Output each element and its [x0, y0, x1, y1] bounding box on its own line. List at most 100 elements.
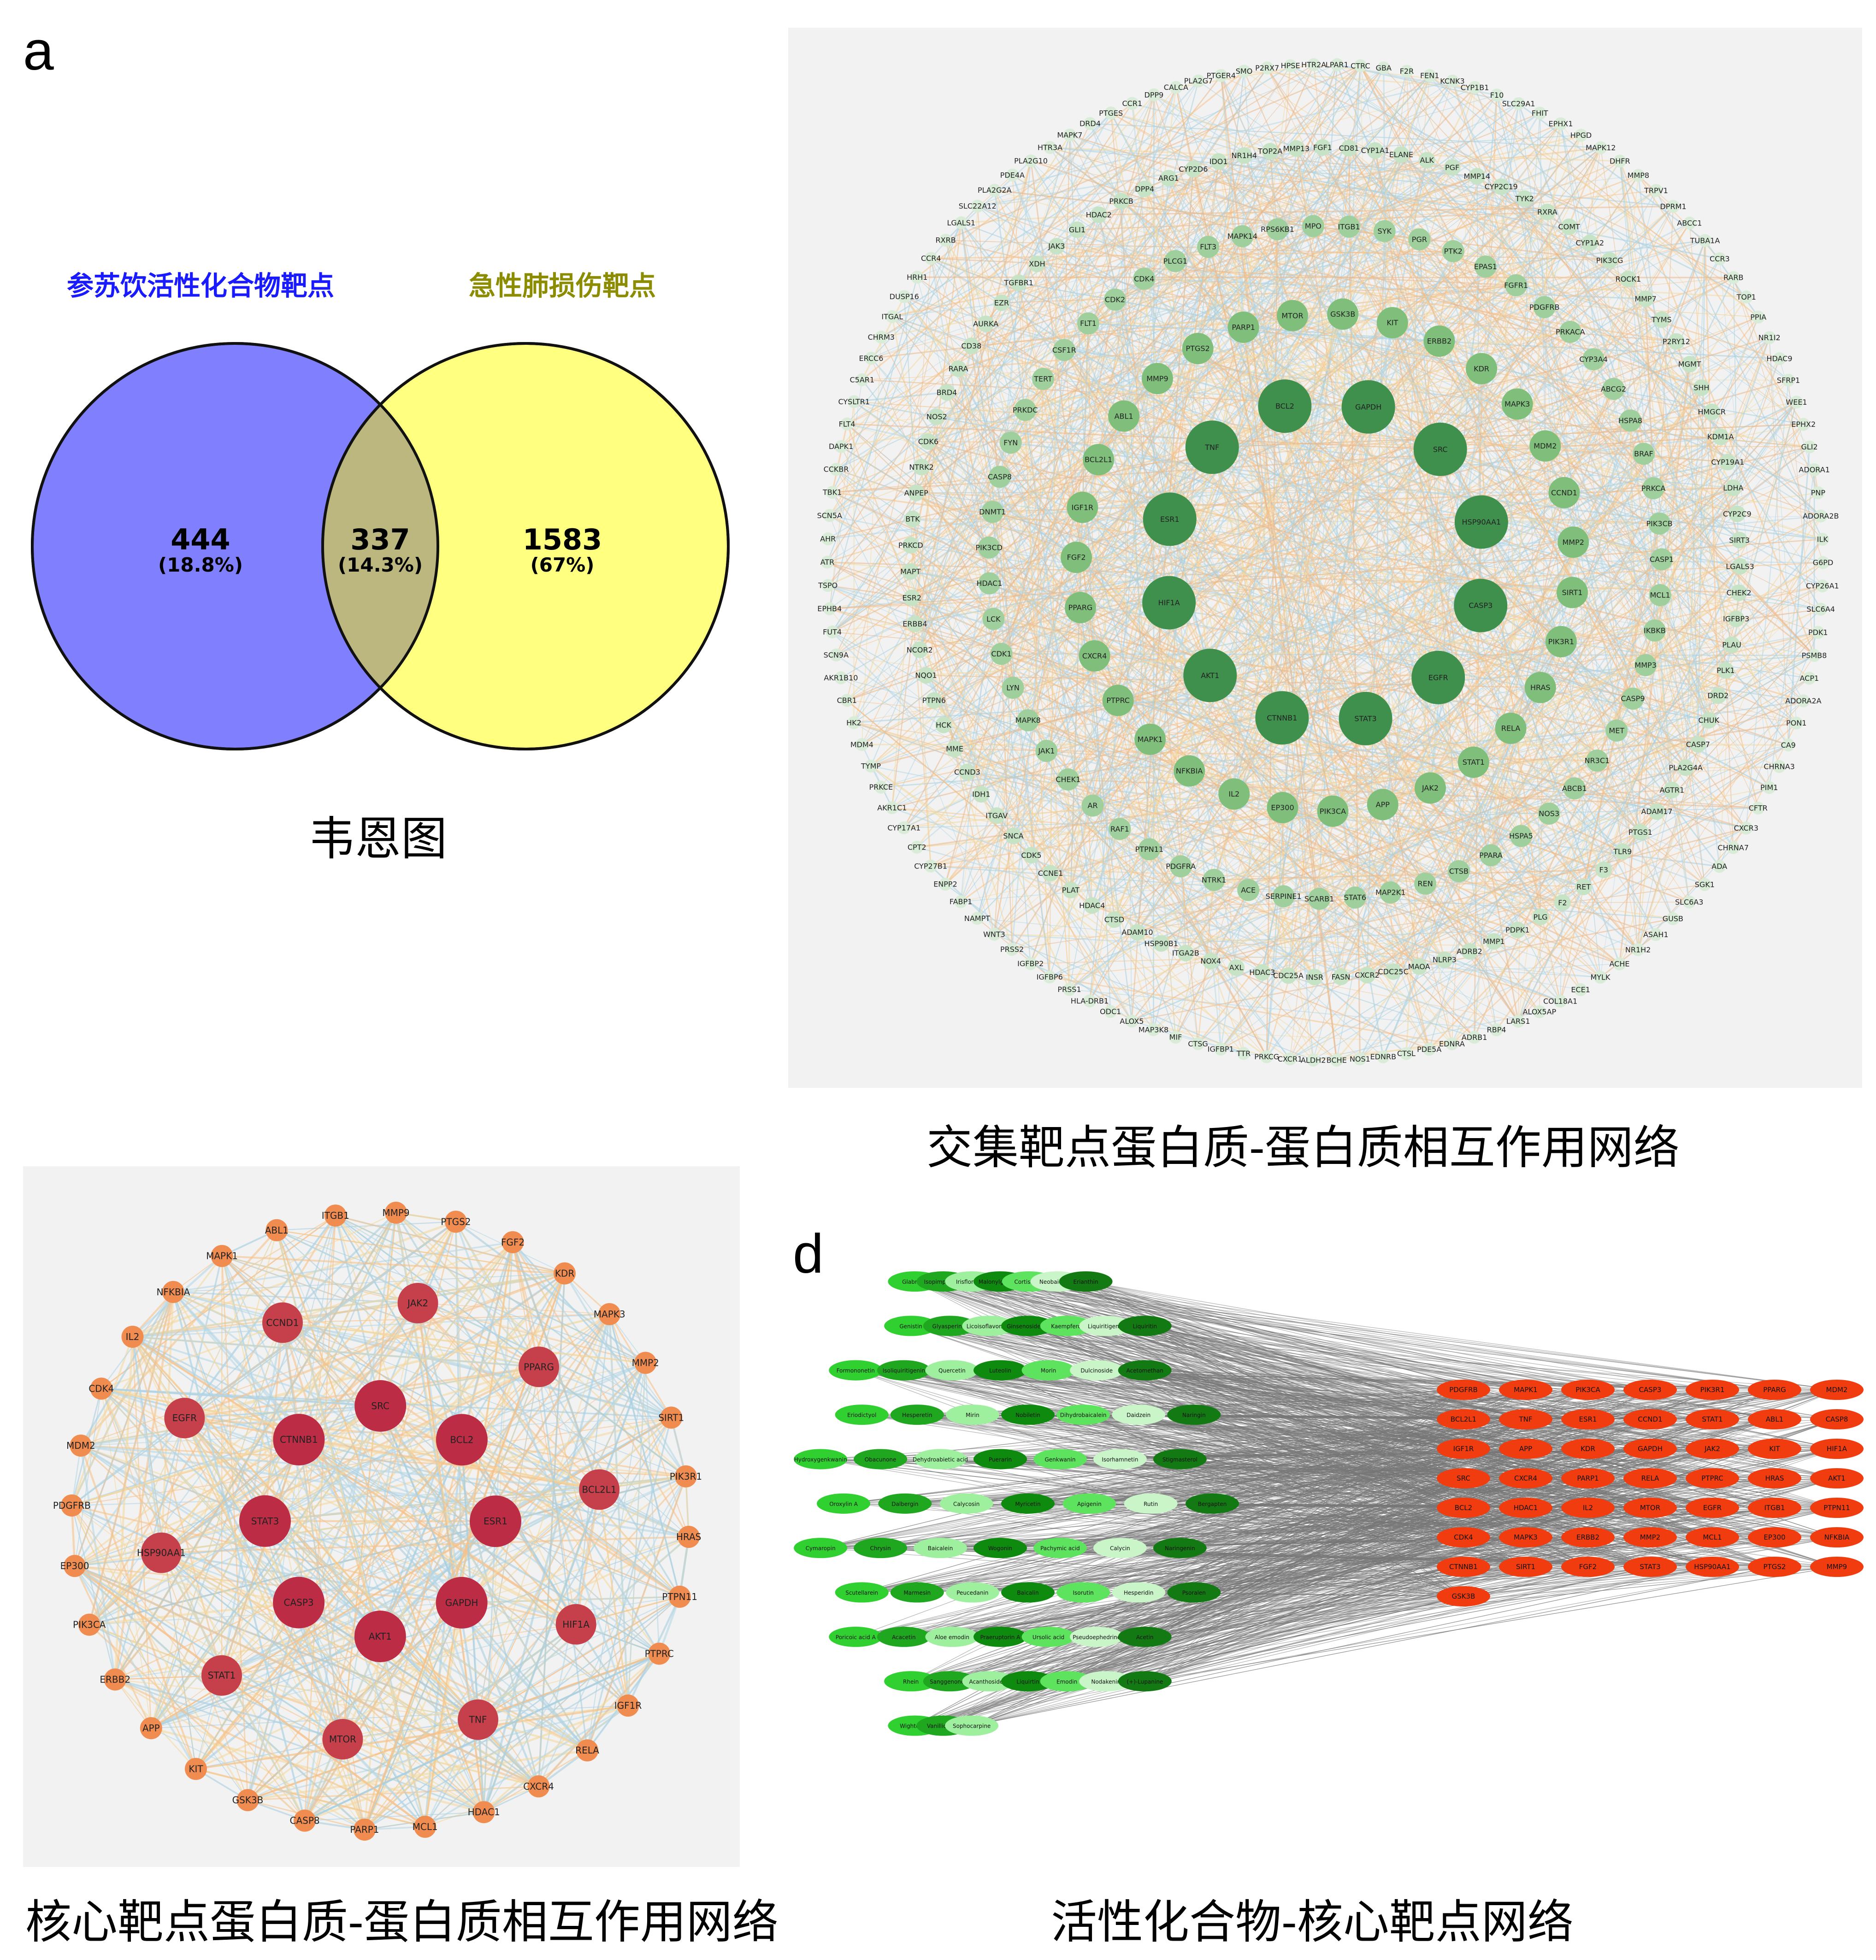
- ppi-c-node[interactable]: SIRT1: [658, 1406, 684, 1429]
- ppi-b-node[interactable]: ABCG2: [1601, 378, 1626, 400]
- ppi-b-node[interactable]: CDK1: [990, 643, 1013, 665]
- ppi-b-node[interactable]: ATR: [820, 555, 835, 569]
- ppi-b-node[interactable]: ECE1: [1571, 983, 1590, 997]
- ppi-b-node[interactable]: DUSP16: [890, 290, 919, 303]
- ppi-b-node[interactable]: CHRNA3: [1764, 760, 1795, 773]
- ppi-b-node[interactable]: PTPRC: [1102, 685, 1134, 716]
- ppi-b-node[interactable]: HSPA5: [1509, 825, 1533, 847]
- ppi-b-node[interactable]: PPARA: [1479, 844, 1503, 867]
- ppi-b-node[interactable]: SLC22A12: [959, 200, 997, 213]
- compound-node[interactable]: Baicalein: [914, 1538, 967, 1559]
- compound-node[interactable]: Eriodictyol: [835, 1405, 889, 1425]
- ppi-b-node[interactable]: ILK: [1816, 532, 1829, 546]
- ppi-b-node[interactable]: PON1: [1786, 716, 1806, 730]
- ppi-b-node[interactable]: ESR2: [903, 589, 922, 606]
- ppi-b-node[interactable]: PLA2G10: [1014, 154, 1048, 167]
- ppi-b-node[interactable]: PLA2G4A: [1669, 759, 1703, 776]
- ppi-c-node[interactable]: FGF2: [501, 1231, 525, 1253]
- ppi-b-node[interactable]: HDAC9: [1766, 352, 1793, 366]
- ppi-c-node[interactable]: ITGB1: [322, 1204, 349, 1227]
- ppi-b-node[interactable]: ITGA2B: [1172, 945, 1199, 962]
- ppi-b-node[interactable]: HPSE: [1281, 59, 1300, 72]
- ppi-b-node[interactable]: ADORA2A: [1785, 694, 1822, 708]
- ppi-b-node[interactable]: CASP9: [1621, 687, 1645, 710]
- compound-node[interactable]: Puerarin: [973, 1449, 1027, 1470]
- ppi-b-node[interactable]: BRAF: [1632, 443, 1655, 465]
- ppi-b-node[interactable]: CBR1: [837, 694, 857, 707]
- ppi-b-node[interactable]: CHEK1: [1056, 768, 1080, 791]
- ppi-c-node[interactable]: MMP2: [632, 1352, 659, 1374]
- ppi-c-node[interactable]: CXCR4: [523, 1775, 554, 1798]
- ppi-b-node[interactable]: MET: [1605, 719, 1628, 742]
- compound-node[interactable]: Hesperetin: [890, 1405, 944, 1425]
- ppi-b-node[interactable]: ACHE: [1610, 957, 1630, 971]
- compound-node[interactable]: Daidzein: [1112, 1405, 1166, 1425]
- ppi-b-node[interactable]: CXCR3: [1734, 821, 1758, 835]
- ppi-b-node[interactable]: ADRB1: [1462, 1031, 1487, 1044]
- ppi-c-node[interactable]: AKT1: [354, 1611, 406, 1662]
- ppi-b-node[interactable]: NOS1: [1350, 1052, 1370, 1066]
- ppi-b-node[interactable]: SLC6A3: [1675, 895, 1704, 909]
- ppi-b-node[interactable]: LGALS1: [947, 216, 976, 230]
- ppi-b-node[interactable]: HDAC1: [976, 572, 1002, 595]
- ppi-b-node[interactable]: CYP17A1: [887, 821, 920, 834]
- ppi-c-node[interactable]: STAT1: [201, 1655, 242, 1696]
- ppi-c-node[interactable]: HDAC1: [468, 1801, 500, 1824]
- ppi-b-node[interactable]: P2RX7: [1255, 61, 1279, 75]
- ppi-c-node[interactable]: PDGFRB: [53, 1494, 91, 1517]
- ppi-b-node[interactable]: AKR1B10: [824, 671, 858, 685]
- ppi-b-node[interactable]: ERBB2: [1423, 325, 1455, 357]
- ppi-b-node[interactable]: PNP: [1811, 486, 1826, 500]
- ppi-b-node[interactable]: SCN9A: [824, 648, 849, 661]
- ppi-b-node[interactable]: RXRA: [1537, 203, 1557, 220]
- ppi-c-node[interactable]: MCL1: [413, 1815, 438, 1838]
- compound-node[interactable]: Dalbergin: [878, 1493, 932, 1514]
- ppi-c-node[interactable]: EGFR: [164, 1398, 205, 1439]
- ppi-b-node[interactable]: MMP8: [1628, 169, 1649, 182]
- ppi-b-node[interactable]: NOS3: [1538, 802, 1560, 825]
- ppi-b-node[interactable]: CDK4: [1133, 267, 1156, 290]
- compound-node[interactable]: Quercetin: [925, 1360, 979, 1381]
- compound-node[interactable]: Naringin: [1167, 1405, 1221, 1425]
- ppi-b-node[interactable]: NFKBIA: [1174, 755, 1205, 787]
- ppi-b-node[interactable]: EP300: [1267, 792, 1298, 824]
- ppi-b-node[interactable]: HPGD: [1570, 129, 1592, 142]
- ppi-b-node[interactable]: GLI1: [1069, 221, 1085, 238]
- ppi-c-node[interactable]: SRC: [354, 1380, 407, 1432]
- ppi-c-node[interactable]: MAPK1: [206, 1245, 238, 1267]
- ppi-b-node[interactable]: LYN: [1002, 676, 1024, 699]
- ppi-b-node[interactable]: PIK3CD: [975, 536, 1003, 559]
- ppi-b-node[interactable]: PTGS2: [1182, 333, 1214, 365]
- ppi-c-node[interactable]: BCL2: [436, 1414, 488, 1466]
- ppi-b-node[interactable]: KDR: [1466, 353, 1498, 384]
- ppi-b-node[interactable]: MAPT: [900, 563, 921, 580]
- compound-node[interactable]: Stigmasterol: [1153, 1449, 1207, 1470]
- ppi-b-node[interactable]: WEE1: [1786, 396, 1807, 409]
- ppi-c-node[interactable]: BCL2L1: [579, 1469, 620, 1510]
- ppi-b-node[interactable]: KCNK3: [1440, 74, 1465, 88]
- ppi-b-node[interactable]: HSPA8: [1618, 409, 1642, 432]
- ppi-b-node[interactable]: MIF: [1169, 1031, 1182, 1044]
- ppi-b-node[interactable]: IGFBP1: [1208, 1042, 1234, 1056]
- ppi-b-node[interactable]: RXRB: [936, 234, 956, 247]
- ppi-c-node[interactable]: GAPDH: [436, 1576, 488, 1629]
- ppi-b-node[interactable]: PDE5A: [1417, 1043, 1441, 1056]
- ppi-c-node[interactable]: PTPN11: [662, 1585, 697, 1608]
- compound-node[interactable]: Oroxylin A: [817, 1493, 870, 1514]
- ppi-b-node[interactable]: C5AR1: [850, 373, 874, 386]
- ppi-b-node[interactable]: ELANE: [1389, 146, 1413, 163]
- ppi-b-node[interactable]: NTRK1: [1202, 868, 1227, 891]
- compound-node[interactable]: Dihydrobaicalein: [1056, 1405, 1110, 1425]
- ppi-b-node[interactable]: PIK3R1: [1545, 626, 1577, 657]
- ppi-b-node[interactable]: TLR9: [1613, 843, 1632, 860]
- ppi-b-node[interactable]: CCKBR: [824, 463, 849, 476]
- ppi-b-node[interactable]: SLC6A4: [1806, 602, 1835, 616]
- ppi-c-node[interactable]: TNF: [458, 1699, 499, 1740]
- ppi-b-node[interactable]: NTRK2: [909, 459, 934, 476]
- ppi-b-node[interactable]: PTGES: [1099, 106, 1123, 120]
- ppi-b-node[interactable]: NQO1: [915, 667, 937, 684]
- ppi-b-node[interactable]: NR1H4: [1232, 147, 1257, 164]
- compound-node[interactable]: Liquiritigenin: [1079, 1316, 1133, 1336]
- ppi-b-node[interactable]: DRD4: [1080, 117, 1101, 130]
- ppi-b-node[interactable]: HRH1: [907, 271, 927, 284]
